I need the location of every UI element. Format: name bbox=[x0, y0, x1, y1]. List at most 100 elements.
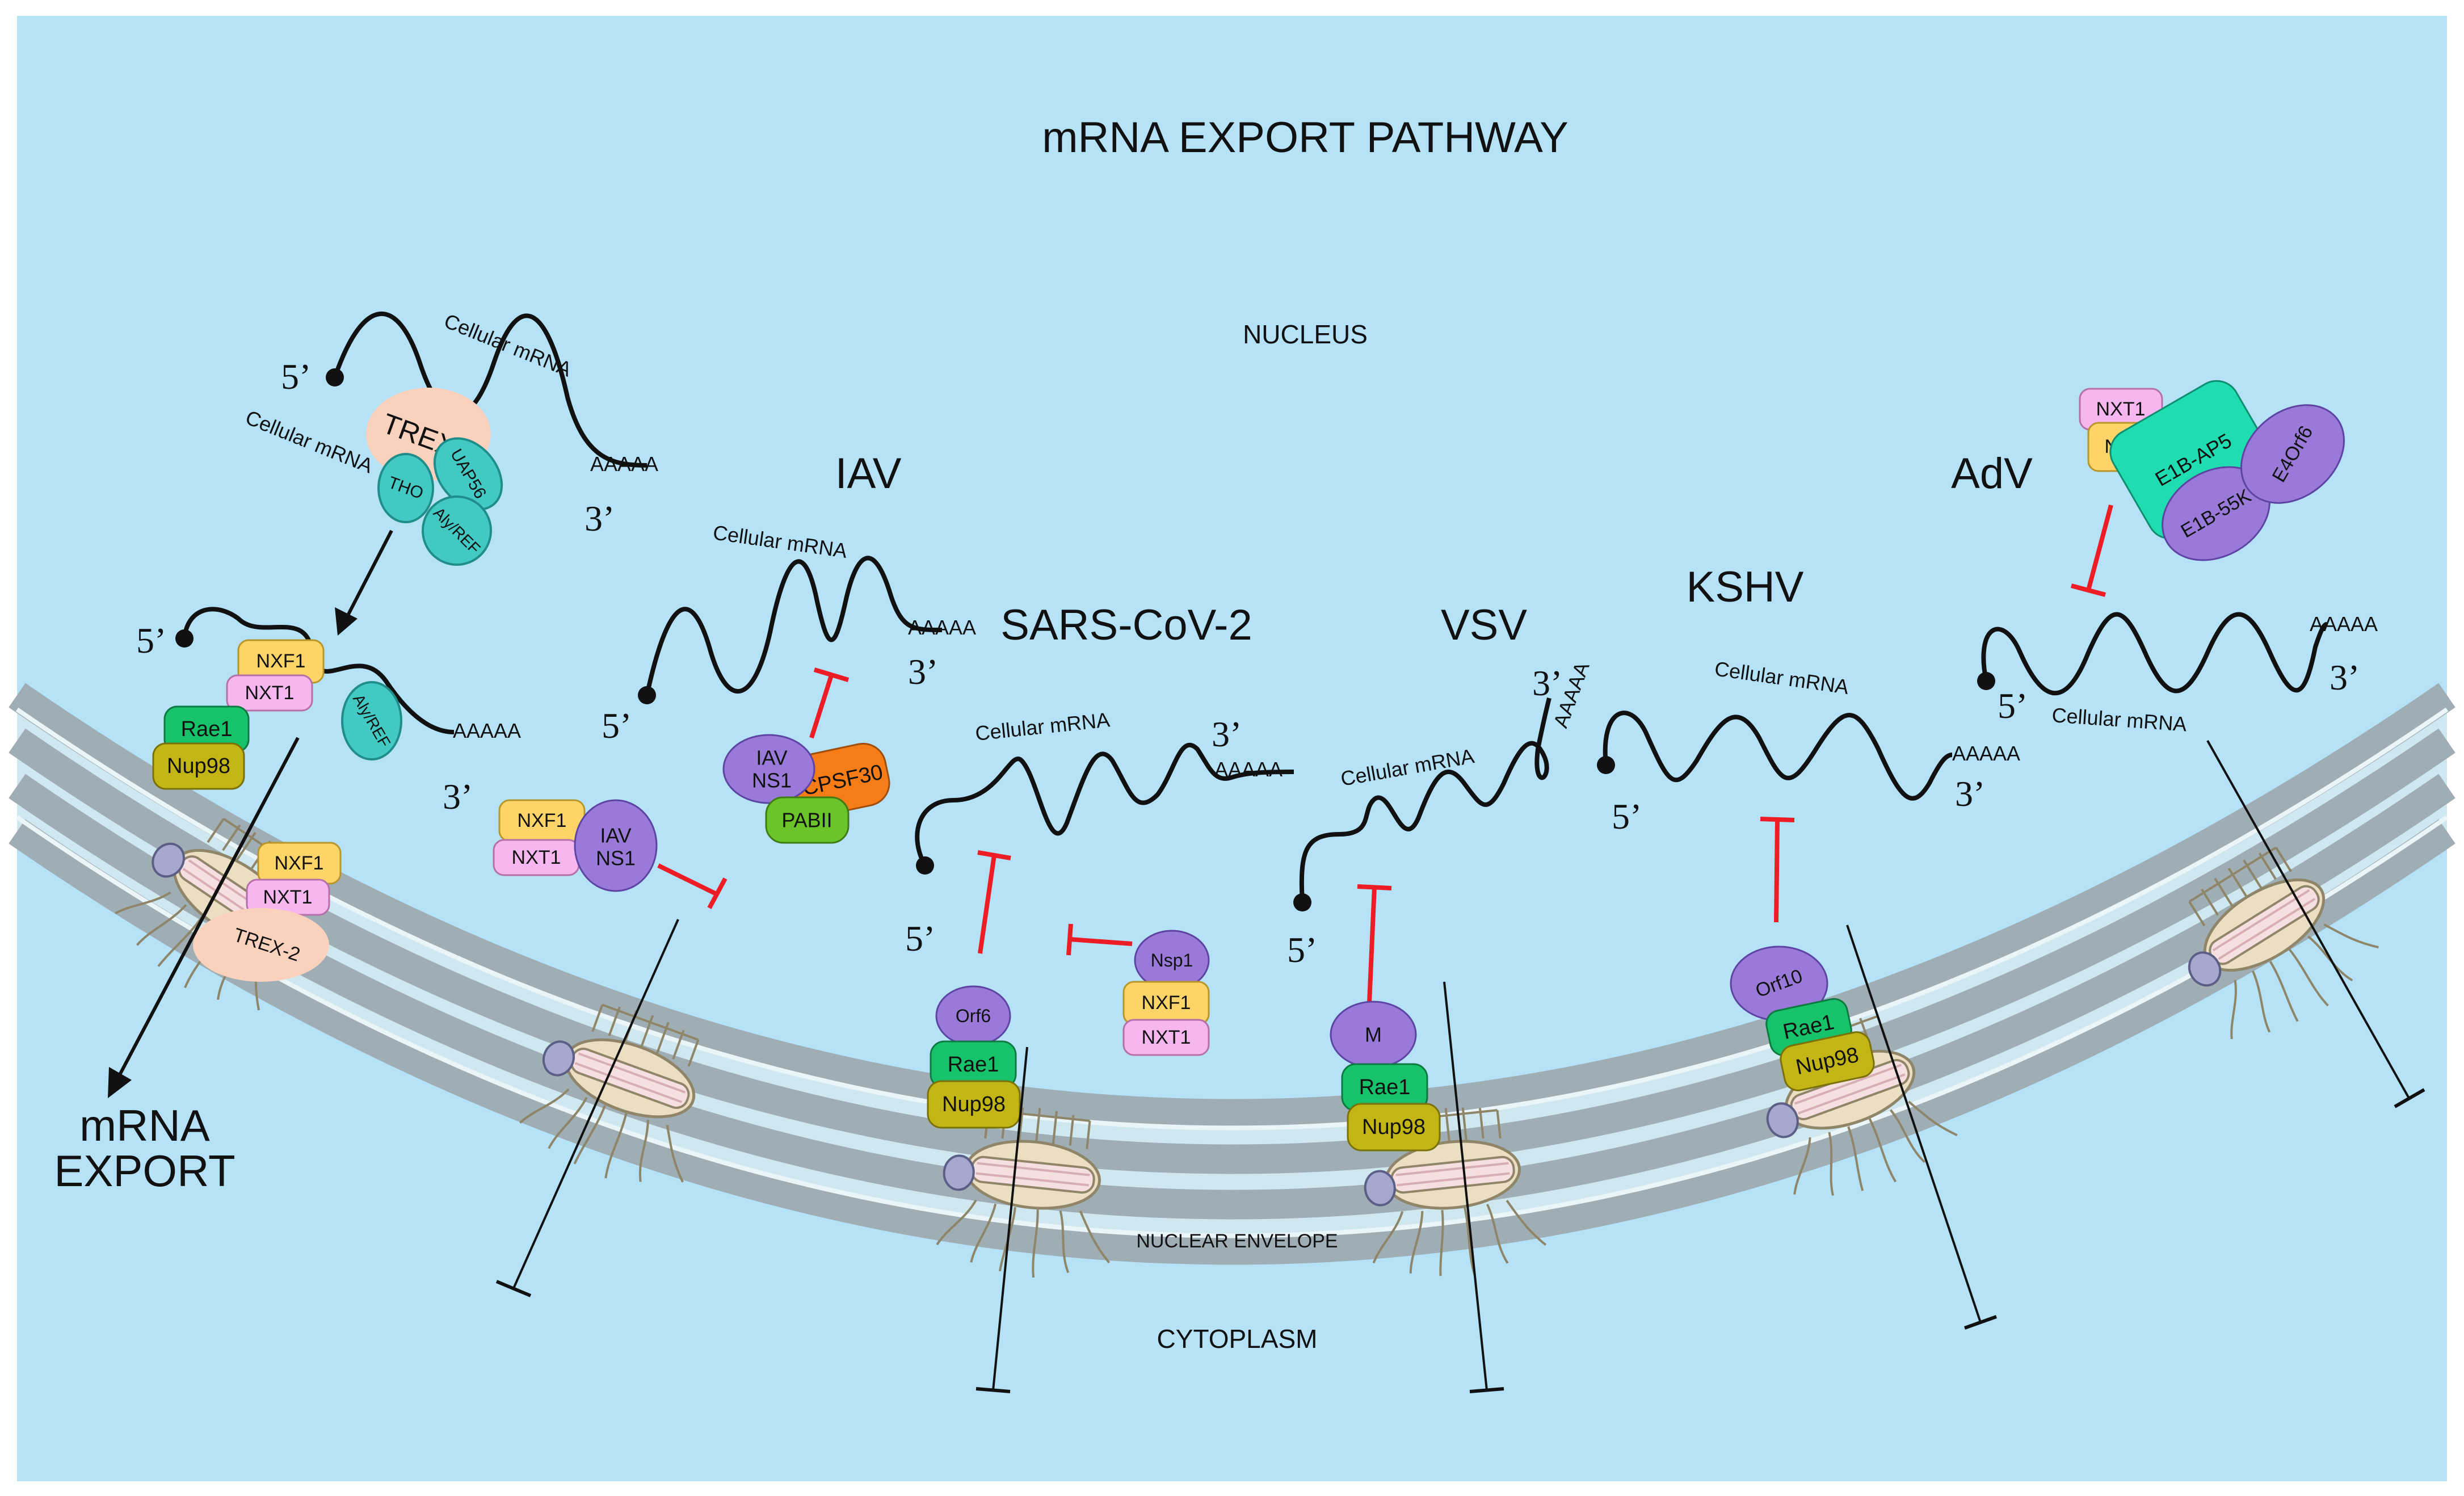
kshv-title: KSHV bbox=[1687, 563, 1804, 611]
inhibit-line bbox=[2086, 504, 2113, 591]
cellular-export-group: 5’ AAAAA 3’ Cellular mRNA Cellular mRNA … bbox=[54, 309, 658, 1196]
nup98-protein bbox=[927, 1080, 1021, 1129]
nup98-label: Nup98 bbox=[167, 754, 230, 778]
iav-ns1-label-2: NS1 bbox=[752, 769, 792, 792]
blocked-channel-end bbox=[1469, 1387, 1504, 1393]
nsp1-label: Nsp1 bbox=[1151, 950, 1193, 970]
three-prime-label: 3’ bbox=[1955, 774, 1985, 814]
mrna-cap bbox=[1977, 672, 1995, 690]
nup98-label: Nup98 bbox=[942, 1092, 1006, 1116]
rae1-label: Rae1 bbox=[948, 1053, 999, 1077]
three-prime-label: 3’ bbox=[443, 776, 473, 817]
pabii-label: PABII bbox=[781, 809, 832, 832]
blocked-channel bbox=[1846, 925, 1982, 1323]
mrna-strand-kshv bbox=[1603, 711, 1953, 801]
sars-title: SARS-CoV-2 bbox=[1000, 601, 1252, 649]
inhibit-bar bbox=[707, 877, 728, 909]
iav-ns1-label-1: IAV bbox=[600, 824, 631, 847]
three-prime-label: 3’ bbox=[908, 652, 938, 692]
adv-title: AdV bbox=[1951, 449, 2033, 498]
uap56-protein bbox=[433, 437, 503, 511]
alyref-protein bbox=[341, 681, 402, 760]
five-prime-label: 5’ bbox=[905, 918, 935, 959]
mrna-strand-vsv bbox=[1299, 697, 1551, 903]
inhibit-bar bbox=[2070, 583, 2106, 597]
inhibit-line bbox=[1366, 886, 1377, 1016]
polya-tail: AAAAA bbox=[908, 616, 976, 639]
inhibit-bar bbox=[813, 667, 850, 682]
inhibit-bar bbox=[1357, 884, 1392, 890]
inhibit-line bbox=[1069, 937, 1133, 946]
inhibit-bar bbox=[977, 850, 1011, 860]
mrna-cap bbox=[1597, 756, 1615, 774]
pabii-protein bbox=[765, 796, 850, 844]
blocked-channel bbox=[512, 919, 679, 1289]
inhibit-line bbox=[1774, 820, 1780, 923]
m-label: M bbox=[1365, 1023, 1382, 1047]
blocked-channel bbox=[1443, 981, 1488, 1391]
export-label-line1: mRNA bbox=[79, 1100, 210, 1150]
nxt1-label: NXT1 bbox=[1142, 1027, 1191, 1048]
nxt1-label: NXT1 bbox=[512, 847, 561, 868]
kshv-group: KSHV 5’ AAAAA 3’ Cellular mRNA Orf10 Rae… bbox=[1597, 563, 2020, 1330]
nxt1-label: NXT1 bbox=[2096, 398, 2146, 420]
iav-ns1-protein bbox=[574, 799, 658, 892]
orf6-label: Orf6 bbox=[956, 1006, 991, 1026]
rae1-label: Rae1 bbox=[1359, 1075, 1411, 1099]
nuclear-envelope-label: NUCLEAR ENVELOPE bbox=[1136, 1230, 1338, 1252]
adv-group: AdV NXT1 NXF1 E1B-AP5 E1B-55K E4Orf6 5’ … bbox=[1951, 380, 2425, 1108]
inhibit-line bbox=[978, 855, 996, 954]
flow-arrowhead bbox=[335, 607, 358, 636]
nup98-protein bbox=[1780, 1031, 1875, 1091]
five-prime-label: 5’ bbox=[136, 620, 166, 661]
diagram-title: mRNA EXPORT PATHWAY bbox=[1042, 114, 1569, 162]
inhibit-bar bbox=[1760, 817, 1795, 822]
three-prime-label: 3’ bbox=[1532, 663, 1562, 703]
alyref-protein bbox=[422, 495, 492, 566]
iav-ns1-label-1: IAV bbox=[756, 746, 787, 770]
five-prime-label: 5’ bbox=[1287, 930, 1317, 970]
nxf1-label: NXF1 bbox=[1142, 992, 1191, 1014]
iav-ns1-protein bbox=[722, 734, 815, 804]
blocked-channel-end bbox=[2394, 1088, 2425, 1108]
vsv-group: VSV 5’ AAAAA 3’ Cellular mRNA M Rae1 Nup… bbox=[1287, 601, 1594, 1393]
nucleus-label: NUCLEUS bbox=[1243, 320, 1368, 349]
export-arrowhead bbox=[108, 1067, 132, 1098]
five-prime-label: 5’ bbox=[1612, 796, 1642, 837]
nup98-protein bbox=[1347, 1103, 1441, 1152]
blocked-channel-end bbox=[975, 1387, 1011, 1393]
inhibit-line bbox=[809, 674, 834, 739]
mrna-cap bbox=[916, 856, 934, 875]
cytoplasm-label: CYTOPLASM bbox=[1157, 1324, 1318, 1354]
inhibit-bar bbox=[1066, 923, 1073, 956]
nxt1-protein bbox=[1122, 1019, 1210, 1056]
three-prime-label: 3’ bbox=[2330, 657, 2360, 697]
iav-ns1-label-2: NS1 bbox=[596, 847, 636, 870]
vsv-title: VSV bbox=[1441, 601, 1527, 649]
blocked-channel bbox=[992, 1047, 1028, 1391]
flow-arrow bbox=[344, 530, 393, 620]
export-label-line2: EXPORT bbox=[54, 1146, 235, 1196]
trex2-complex bbox=[193, 908, 329, 982]
tho-protein bbox=[377, 453, 434, 523]
polya-tail: AAAAA bbox=[453, 719, 521, 742]
polya-tail: AAAAA bbox=[2310, 612, 2378, 636]
inhibit-line bbox=[657, 863, 717, 896]
mrna-strand-adv bbox=[1981, 612, 2327, 696]
mrna-strand-trex bbox=[333, 311, 647, 468]
nxf1-label: NXF1 bbox=[518, 810, 567, 831]
blocked-channel-end bbox=[495, 1280, 532, 1297]
mrna-cap bbox=[175, 629, 194, 648]
mrna-cap bbox=[1293, 893, 1311, 911]
iav-title: IAV bbox=[835, 449, 902, 498]
nxt1-protein bbox=[226, 674, 313, 712]
nxf1-label: NXF1 bbox=[257, 650, 306, 672]
mrna-strand-iav bbox=[645, 556, 943, 696]
polya-tail: AAAAA bbox=[1214, 758, 1283, 781]
export-arrow bbox=[115, 737, 300, 1082]
polya-tail: AAAAA bbox=[590, 452, 658, 476]
polya-tail: AAAAA bbox=[1952, 742, 2020, 765]
nxt1-label: NXT1 bbox=[263, 886, 313, 908]
rae1-label: Rae1 bbox=[181, 717, 233, 741]
